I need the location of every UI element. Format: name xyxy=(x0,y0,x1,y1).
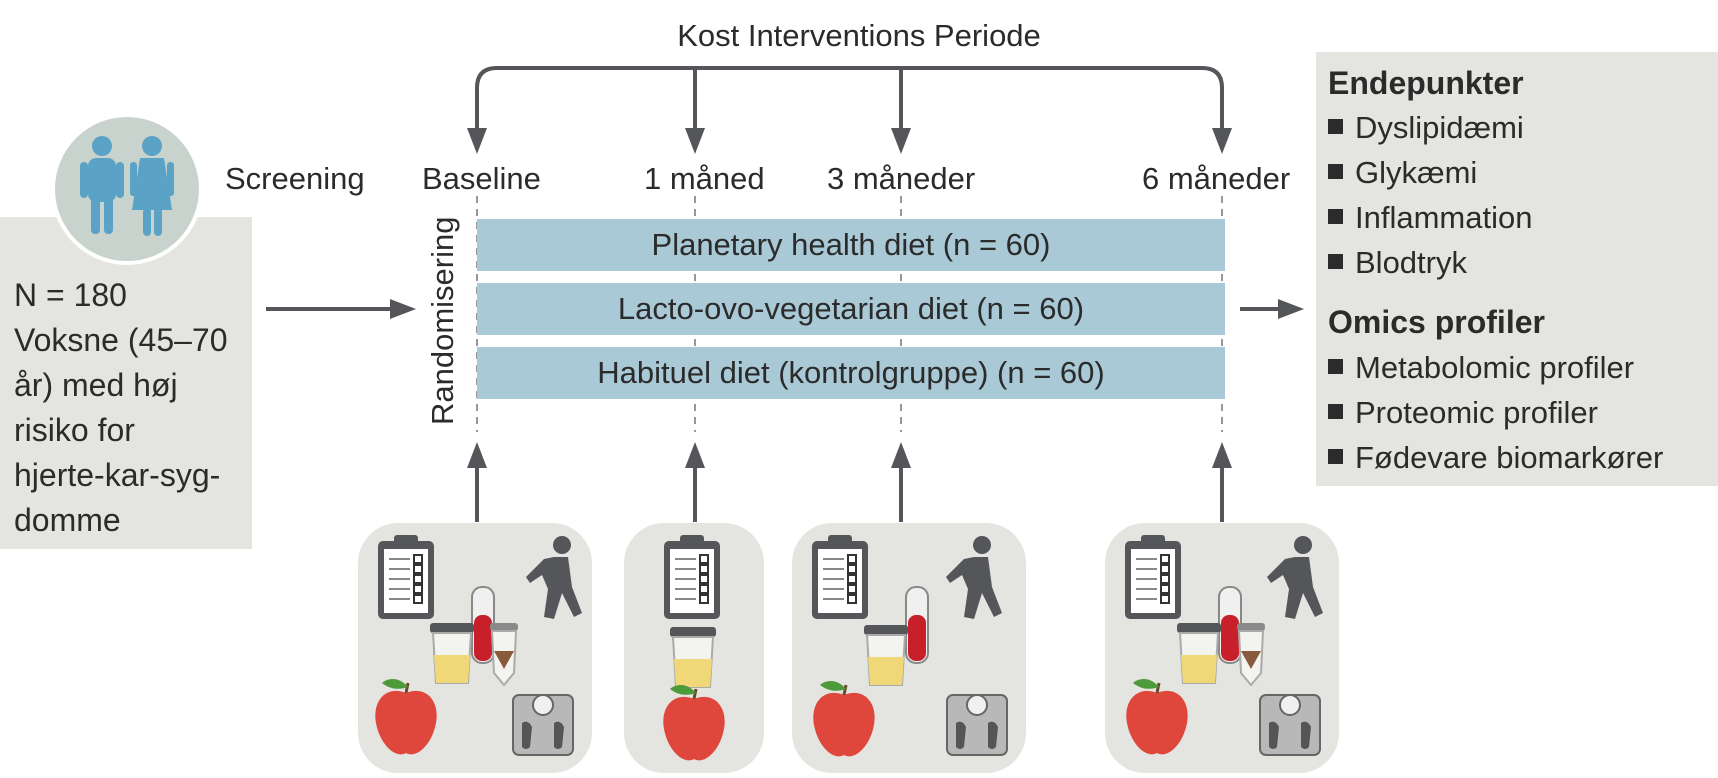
omics-item: Proteomic profiler xyxy=(1328,395,1598,431)
arrowhead-6-top xyxy=(1212,128,1232,154)
measurement-kit-3-month xyxy=(792,523,1026,773)
apple-icon xyxy=(1126,679,1188,755)
scale-icon xyxy=(946,694,1008,756)
diagram-title: Kost Interventions Periode xyxy=(677,18,1041,53)
arm-bar-habitual: Habituel diet (kontrolgruppe) (n = 60) xyxy=(477,347,1225,399)
clipboard-icon xyxy=(1125,535,1181,619)
people-icon xyxy=(51,113,203,265)
bullet-icon xyxy=(1328,164,1343,180)
measurement-kit-6-month xyxy=(1105,523,1339,773)
clipboard-icon xyxy=(812,535,868,619)
screening-label: Screening xyxy=(225,161,365,196)
arm-bar-lacto-ovo: Lacto-ovo-vegetarian diet (n = 60) xyxy=(477,283,1225,335)
clipboard-icon xyxy=(664,535,720,619)
bullet-icon xyxy=(1328,404,1343,420)
blood-tube-icon xyxy=(905,586,929,664)
blood-tube-icon xyxy=(471,586,495,664)
scale-icon xyxy=(1259,694,1321,756)
runner-icon xyxy=(1267,536,1323,619)
urine-cup-icon xyxy=(1177,623,1221,684)
endpoints-heading: Endepunkter xyxy=(1328,65,1524,101)
apple-icon xyxy=(375,679,437,755)
bullet-icon xyxy=(1328,254,1343,270)
stool-tube-icon xyxy=(490,623,518,687)
runner-icon xyxy=(526,536,582,619)
blood-tube-icon xyxy=(1218,586,1242,664)
screening-arrowhead xyxy=(390,299,416,319)
apple-icon xyxy=(663,685,725,761)
arrowhead-1-top xyxy=(685,128,705,154)
arrowhead-baseline-top xyxy=(467,128,487,154)
clipboard-icon xyxy=(378,535,434,619)
measurement-kit-1-month xyxy=(624,523,764,773)
apple-icon xyxy=(813,681,875,757)
participants-panel: N = 180 Voksne (45–70 år) med høj risiko… xyxy=(0,217,252,549)
output-arrowhead xyxy=(1278,299,1304,319)
timepoint-baseline: Baseline xyxy=(422,161,541,196)
endpoint-item: Blodtryk xyxy=(1328,245,1467,281)
urine-cup-icon xyxy=(430,623,474,684)
bullet-icon xyxy=(1328,359,1343,375)
urine-cup-icon xyxy=(670,627,716,688)
randomization-label: Randomisering xyxy=(425,216,460,426)
timepoint-3: 3 måneder xyxy=(827,161,976,196)
timepoint-6: 6 måneder xyxy=(1142,161,1291,196)
scale-icon xyxy=(512,694,574,756)
omics-item: Metabolomic profiler xyxy=(1328,350,1634,386)
outcomes-panel: Endepunkter Dyslipidæmi Glykæmi Inflamma… xyxy=(1316,52,1718,486)
endpoint-item: Inflammation xyxy=(1328,200,1532,236)
bottom-up-arrows xyxy=(467,442,1232,522)
endpoint-item: Dyslipidæmi xyxy=(1328,110,1524,146)
bullet-icon xyxy=(1328,209,1343,225)
arrowhead-3-top xyxy=(891,128,911,154)
top-bracket-line xyxy=(475,66,1224,128)
stool-tube-icon xyxy=(1237,623,1265,687)
omics-heading: Omics profiler xyxy=(1328,304,1545,340)
measurement-kit-baseline xyxy=(358,523,592,773)
endpoint-item: Glykæmi xyxy=(1328,155,1477,191)
arm-bar-planetary: Planetary health diet (n = 60) xyxy=(477,219,1225,271)
runner-icon xyxy=(946,536,1002,619)
bullet-icon xyxy=(1328,449,1343,465)
bullet-icon xyxy=(1328,119,1343,135)
participants-text: N = 180 Voksne (45–70 år) med høj risiko… xyxy=(14,277,228,538)
timepoint-1: 1 måned xyxy=(644,161,765,196)
urine-cup-icon xyxy=(864,625,908,686)
omics-item: Fødevare biomarkører xyxy=(1328,440,1663,476)
